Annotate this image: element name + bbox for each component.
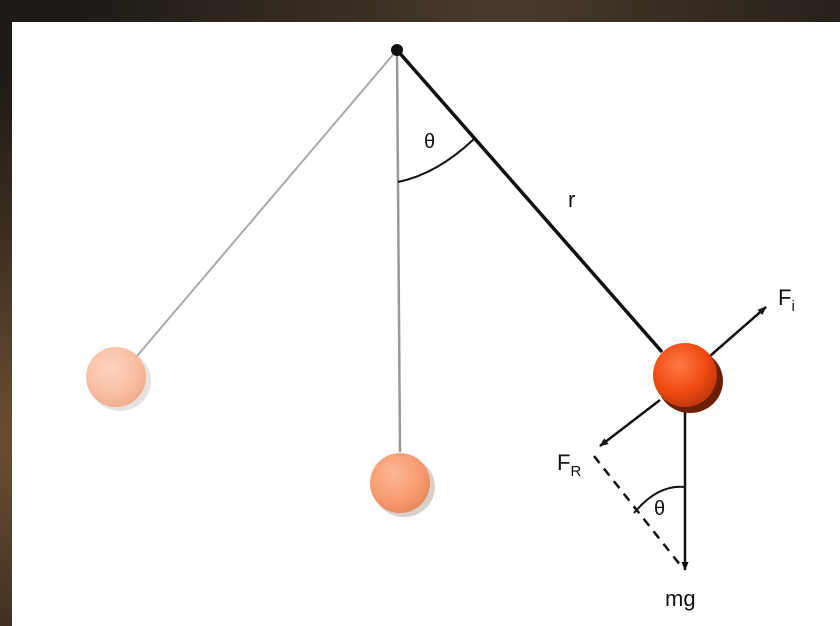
pivot-point [391, 44, 403, 56]
active-string [395, 48, 664, 354]
force-i-subscript: i [791, 298, 794, 315]
middle-bob [370, 453, 430, 513]
pendulum-diagram: θ r θ Fi FR mg [12, 22, 840, 626]
left-bob [86, 347, 146, 407]
theta-arc-bottom [633, 485, 686, 514]
middle-string [395, 49, 402, 453]
theta-label-bottom: θ [654, 498, 665, 520]
active-bob [653, 343, 717, 407]
force-i-arrow [709, 306, 767, 357]
length-label: r [568, 187, 575, 212]
left-string [136, 49, 398, 357]
force-r-arrow [599, 399, 661, 447]
theta-label-top: θ [424, 131, 435, 153]
theta-arc-top [397, 138, 475, 183]
diagram-svg: θ r θ Fi FR mg [86, 44, 795, 611]
force-r-subscript: R [570, 463, 581, 480]
force-i-label: Fi [778, 285, 795, 315]
weight-label: mg [665, 586, 696, 611]
force-r-label: FR [557, 450, 581, 480]
component-dashed-line [593, 455, 682, 567]
force-r-main: F [557, 450, 570, 475]
force-i-main: F [778, 285, 791, 310]
